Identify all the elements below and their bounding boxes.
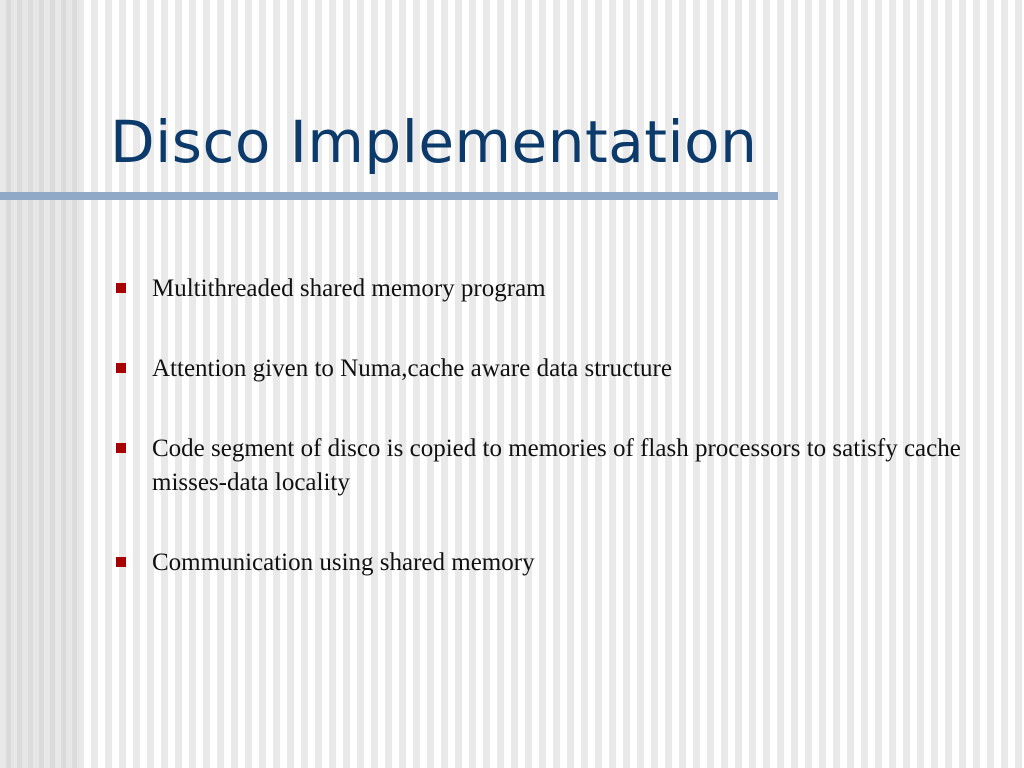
list-item: Multithreaded shared memory program [112,272,1012,306]
square-bullet-icon [116,363,126,373]
slide-title: Disco Implementation [110,108,758,176]
bullet-text: Code segment of disco is copied to memor… [152,435,961,496]
list-item: Attention given to Numa,cache aware data… [112,352,1012,386]
square-bullet-icon [116,557,126,567]
bullet-list: Multithreaded shared memory program Atte… [112,272,1012,626]
square-bullet-icon [116,283,126,293]
bullet-text: Attention given to Numa,cache aware data… [152,355,672,382]
list-item: Code segment of disco is copied to memor… [112,432,1012,500]
background-stripe-band [0,0,80,768]
bullet-text: Communication using shared memory [152,549,535,576]
bullet-text: Multithreaded shared memory program [152,275,546,302]
square-bullet-icon [116,443,126,453]
list-item: Communication using shared memory [112,546,1012,580]
title-divider [0,192,778,200]
